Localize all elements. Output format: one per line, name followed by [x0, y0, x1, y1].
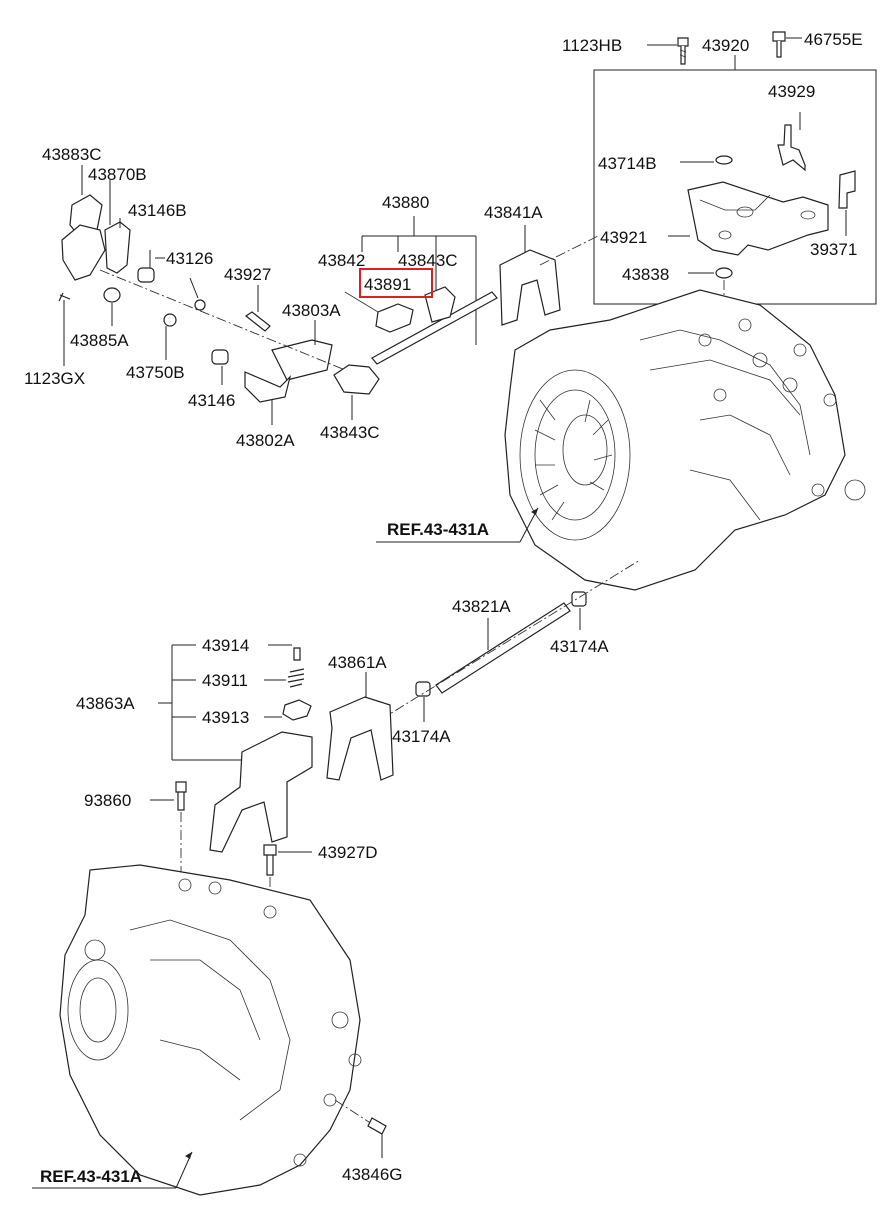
label-43126: 43126 — [166, 249, 213, 268]
plate-43929 — [777, 124, 806, 172]
bushing-43885a — [103, 287, 121, 303]
ref-label-bottom: REF.43-431A — [40, 1167, 142, 1186]
plate-43913 — [282, 699, 312, 721]
label-43883c: 43883C — [42, 145, 102, 164]
label-43803a: 43803A — [282, 301, 341, 320]
label-43929: 43929 — [768, 82, 815, 101]
label-1123gx: 1123GX — [24, 369, 85, 388]
bolt-43927 — [244, 311, 271, 332]
label-43821a: 43821A — [452, 597, 511, 616]
fork-43841a — [499, 249, 561, 326]
label-43843c-top: 43843C — [398, 251, 458, 270]
bushing-43126 — [137, 267, 155, 283]
label-43913: 43913 — [202, 708, 249, 727]
label-43921: 43921 — [600, 228, 647, 247]
label-43891: 43891 — [364, 275, 411, 294]
sensor-93860 — [175, 781, 187, 811]
label-43920: 43920 — [702, 36, 749, 55]
label-43846g: 43846G — [342, 1165, 403, 1184]
bolt-1123gx — [58, 292, 71, 302]
label-43838: 43838 — [622, 265, 669, 284]
label-43174a-top: 43174A — [550, 637, 609, 656]
label-43802a: 43802A — [236, 431, 295, 450]
transaxle-case-bottom — [59, 864, 373, 1196]
bolt-43927d — [263, 844, 277, 876]
label-43885a: 43885A — [70, 331, 129, 350]
shift-lever-parts — [58, 165, 351, 425]
bushing-43838 — [715, 267, 733, 279]
highlight-box-43891 — [359, 268, 433, 298]
label-1123hb: 1123HB — [562, 36, 622, 55]
lever-43870b — [61, 224, 106, 281]
clip-39371 — [838, 170, 856, 209]
bolt-46755e — [772, 31, 786, 58]
label-43146b: 43146B — [128, 201, 187, 220]
label-43714b: 43714B — [598, 154, 657, 173]
label-43927: 43927 — [224, 265, 271, 284]
label-43861a: 43861A — [328, 653, 387, 672]
part-43891 — [375, 303, 414, 333]
collar-43843c — [333, 364, 380, 395]
label-43863a: 43863A — [76, 694, 135, 713]
washer-43750b — [163, 313, 177, 327]
label-46755e: 46755E — [804, 30, 863, 49]
label-43880: 43880 — [382, 193, 429, 212]
spring-43911 — [287, 668, 305, 688]
label-43843c-bottom: 43843C — [320, 423, 380, 442]
lever-43803a — [271, 339, 333, 381]
label-43911: 43911 — [202, 671, 248, 690]
bolt-1123hb — [677, 37, 689, 65]
label-43914: 43914 — [202, 636, 249, 655]
fork-43861a — [326, 696, 394, 781]
ref-label-top: REF.43-431A — [387, 520, 489, 539]
washer-43714b — [715, 155, 733, 165]
label-43842: 43842 — [318, 251, 365, 270]
shift-shaft-group — [379, 559, 641, 722]
label-43174a-bottom: 43174A — [392, 727, 451, 746]
shaft-43821a — [435, 602, 571, 694]
shift-rail-group — [333, 216, 601, 420]
pin-43914 — [293, 647, 301, 661]
label-43927d: 43927D — [318, 843, 378, 862]
plug-43846g — [367, 1117, 387, 1135]
transaxle-case-top — [504, 289, 866, 591]
label-39371: 39371 — [810, 240, 857, 259]
label-43870b: 43870B — [88, 165, 147, 184]
label-43841a: 43841A — [484, 203, 543, 222]
fork-43863a — [209, 731, 313, 853]
bracket-43921 — [687, 181, 829, 256]
label-43750b: 43750B — [126, 363, 185, 382]
label-43146: 43146 — [188, 391, 235, 410]
shift-rail-rod — [371, 291, 498, 365]
lever-43802a — [244, 371, 292, 403]
bracket-assembly-group — [593, 31, 877, 400]
label-93860: 93860 — [84, 791, 131, 810]
fork-assembly-group — [150, 644, 394, 912]
bushing-43146 — [211, 349, 229, 365]
